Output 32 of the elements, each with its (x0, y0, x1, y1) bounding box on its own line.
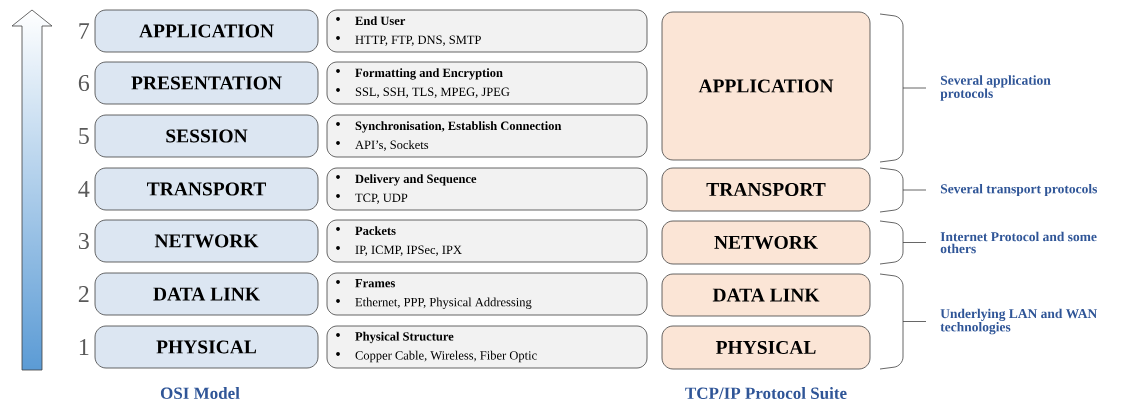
column-caption: TCP/IP Protocol Suite (685, 387, 847, 399)
layer-box: DATA LINK (94, 272, 319, 316)
note-text: Several application protocols (940, 75, 1051, 101)
description-box: Physical Structure Copper Cable, Wireless, Fiber Optic (326, 325, 648, 369)
layer-box: PHYSICAL (661, 325, 871, 370)
description-box: Frames Ethernet, PPP, Physical Addressing (326, 272, 648, 316)
description-box: Packets IP, ICMP, IPSec, IPX (326, 219, 648, 263)
layer-number: 2 (78, 286, 89, 302)
layer-box: TRANSPORT (94, 167, 319, 211)
layer-number: 5 (79, 128, 89, 144)
layer-box: PHYSICAL (94, 325, 319, 369)
layer-number: 7 (79, 23, 90, 39)
layer-box: NETWORK (94, 219, 319, 263)
description-box: End User HTTP, FTP, DNS, SMTP (326, 9, 648, 53)
description-box: Delivery and Sequence TCP, UDP (326, 167, 648, 211)
layer-box: PRESENTATION (94, 61, 319, 105)
description-box: Synchronisation, Establish Connection API’s, Sockets (326, 114, 648, 158)
layer-box: APPLICATION (661, 11, 871, 161)
layer-box: TRANSPORT (661, 167, 871, 212)
layer-number: 6 (78, 74, 90, 92)
note-text: Underlying LAN and WAN technologies (940, 308, 1098, 335)
column-caption: OSI Model (160, 387, 240, 399)
description-box: Formatting and Encryption SSL, SSH, TLS, MPEG, JPEG (326, 61, 648, 105)
layer-box: APPLICATION (94, 9, 319, 53)
layer-number: 1 (79, 339, 89, 355)
layer-number: 4 (78, 181, 90, 197)
note-text: Several transport protocols (940, 183, 1098, 197)
layer-box: SESSION (94, 114, 319, 158)
note-text: Internet Protocol and some others (940, 231, 1097, 254)
layer-number: 3 (78, 232, 89, 250)
layer-box: DATA LINK (661, 273, 871, 317)
layer-box: NETWORK (661, 220, 871, 265)
